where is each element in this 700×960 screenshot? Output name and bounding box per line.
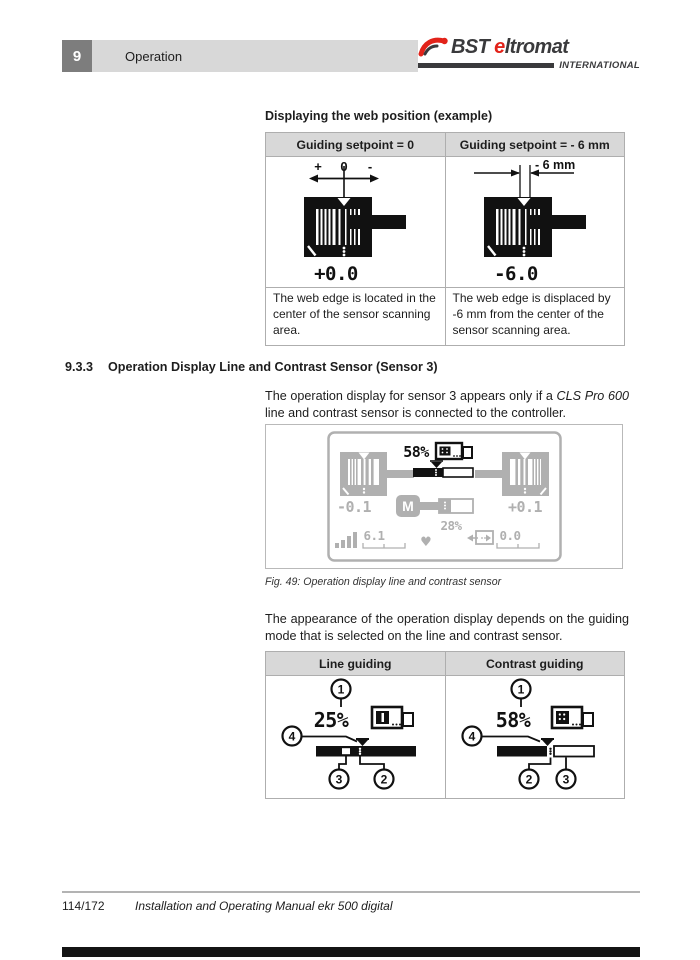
web-position-table-header-row: Guiding setpoint = 0 Guiding setpoint = … <box>266 133 624 157</box>
callout-4: 4 <box>468 729 475 743</box>
scale-arrow-icon: + 0 - <box>309 159 380 197</box>
setpoint-zero-header: Guiding setpoint = 0 <box>296 138 414 152</box>
figure-49-caption: Fig. 49: Operation display line and cont… <box>265 576 502 588</box>
diagram-cell-centered: + 0 - <box>266 157 445 287</box>
logo-rule <box>418 63 555 68</box>
setpoint-zero-description: The web edge is located in the center of… <box>273 291 436 337</box>
left-sensor-icon <box>339 452 414 496</box>
contrast-guiding-value: 58% <box>495 708 530 732</box>
chapter-number-box: 9 <box>62 40 92 72</box>
web-position-icon <box>466 530 494 545</box>
callout-4-badge <box>461 725 483 747</box>
callout-2-badge <box>373 768 395 790</box>
dimension-label: - 6 mm <box>535 158 575 172</box>
web-position-table-text-row: The web edge is located in the center of… <box>266 287 624 345</box>
marker-triangle-icon <box>541 740 553 746</box>
brand-logo: BST eltromat INTERNATIONAL <box>418 35 640 75</box>
chapter-number: 9 <box>72 47 82 65</box>
position-value: 0.0 <box>499 528 520 543</box>
section-heading: 9.3.3 Operation Display Line and Contras… <box>65 360 438 374</box>
motor-label: M <box>402 498 414 514</box>
line-mark <box>342 748 351 755</box>
contrast-sensor-icon <box>550 705 594 730</box>
web-position-table-diagram-row: + 0 - <box>266 157 624 287</box>
setpoint-minus6-description: The web edge is displaced by -6 mm from … <box>444 288 625 345</box>
contrast-guiding-cell: 1 58% 4 <box>444 676 625 798</box>
logo-eltromat-rest: ltromat <box>504 36 569 58</box>
callout-2-badge <box>518 768 540 790</box>
motor-percent: 28% <box>440 518 462 533</box>
web-position-value: +0.0 <box>314 263 358 285</box>
guiding-table-header-row: Line guiding Contrast guiding <box>266 652 624 676</box>
contrast-guiding-header: Contrast guiding <box>444 652 625 675</box>
web-position-heading: Displaying the web position (example) <box>265 109 493 123</box>
footer-rule <box>62 891 640 893</box>
callout-2: 2 <box>381 772 388 786</box>
logo-bst: BST <box>451 36 490 58</box>
figure-49-frame: 58% -0.1 +0.1 <box>265 424 623 569</box>
web-position-diagram-centered: + 0 - <box>304 159 407 285</box>
callout-1-badge <box>330 678 352 700</box>
intro-pre: The operation display for sensor 3 appea… <box>265 389 557 403</box>
scanning-bar <box>316 746 417 757</box>
line-guiding-cell: 1 25% 4 <box>266 676 445 798</box>
scanning-bar-light <box>552 745 595 758</box>
web-position-diagram-displaced: - 6 mm <box>473 158 586 285</box>
setpoint-minus6-header: Guiding setpoint = - 6 mm <box>444 133 625 156</box>
signal-value: 6.1 <box>363 528 384 543</box>
sensor-head-icon <box>483 197 586 257</box>
heart-icon: ♥ <box>420 535 432 550</box>
right-offset-value: +0.1 <box>507 498 542 516</box>
bottom-bar <box>62 947 640 957</box>
dimension-icon: - 6 mm <box>473 158 575 199</box>
scale-plus-label: + <box>314 159 322 174</box>
page-number: 114/172 <box>62 899 105 913</box>
line-guiding-value: 25% <box>314 708 349 732</box>
scanning-bar-dark <box>496 746 547 757</box>
chapter-title: Operation <box>125 48 183 64</box>
motor-indicator: M 28% <box>395 495 474 533</box>
contrast-guiding-diagram: 1 58% 4 <box>461 678 595 790</box>
diagram-cell-displaced: - 6 mm <box>444 157 625 287</box>
contrast-value: 58% <box>403 443 429 461</box>
right-sensor-icon <box>474 452 549 496</box>
left-offset-value: -0.1 <box>336 498 371 516</box>
operation-display-lcd: 58% -0.1 +0.1 <box>326 431 562 562</box>
appearance-paragraph: The appearance of the operation display … <box>265 612 629 643</box>
callout-4-badge <box>281 725 303 747</box>
footer: 114/172 Installation and Operating Manua… <box>62 899 393 913</box>
contrast-sensor-icon <box>434 441 473 461</box>
logo-swoosh-icon <box>418 37 448 57</box>
guiding-table-diagram-row: 1 25% 4 <box>266 676 624 798</box>
callout-4: 4 <box>289 729 296 743</box>
callout-3-badge <box>328 768 350 790</box>
callout-3: 3 <box>562 772 569 786</box>
callout-3-badge <box>555 768 577 790</box>
callout-1: 1 <box>517 682 524 696</box>
web-position-table: Guiding setpoint = 0 Guiding setpoint = … <box>265 132 625 346</box>
marker-triangle-icon <box>357 740 369 746</box>
callout-1-badge <box>510 678 532 700</box>
document-title: Installation and Operating Manual ekr 50… <box>135 899 393 913</box>
line-guiding-header: Line guiding <box>319 657 392 671</box>
line-guiding-diagram: 1 25% 4 <box>281 678 417 790</box>
section-number: 9.3.3 <box>65 360 94 374</box>
callout-3: 3 <box>336 772 343 786</box>
line-sensor-icon <box>370 705 415 730</box>
intro-paragraph: The operation display for sensor 3 appea… <box>265 388 629 422</box>
logo-eltromat-initial: e <box>494 36 505 58</box>
section-title: Operation Display Line and Contrast Sens… <box>108 360 438 374</box>
sensor-head-icon <box>304 197 407 257</box>
guiding-mode-table: Line guiding Contrast guiding 1 25% <box>265 651 625 799</box>
callout-2: 2 <box>525 772 532 786</box>
logo-subtitle: INTERNATIONAL <box>559 60 640 71</box>
intro-post: line and contrast sensor is connected to… <box>265 405 567 420</box>
web-position-value: -6.0 <box>494 263 538 285</box>
signal-strength-icon <box>334 532 357 548</box>
contrast-reading: 58% <box>403 441 474 478</box>
scale-minus-label: - <box>368 159 372 174</box>
logo-wordmark: BST eltromat <box>451 36 569 58</box>
intro-product-name: CLS Pro 600 <box>556 389 629 403</box>
callout-1: 1 <box>338 682 345 696</box>
